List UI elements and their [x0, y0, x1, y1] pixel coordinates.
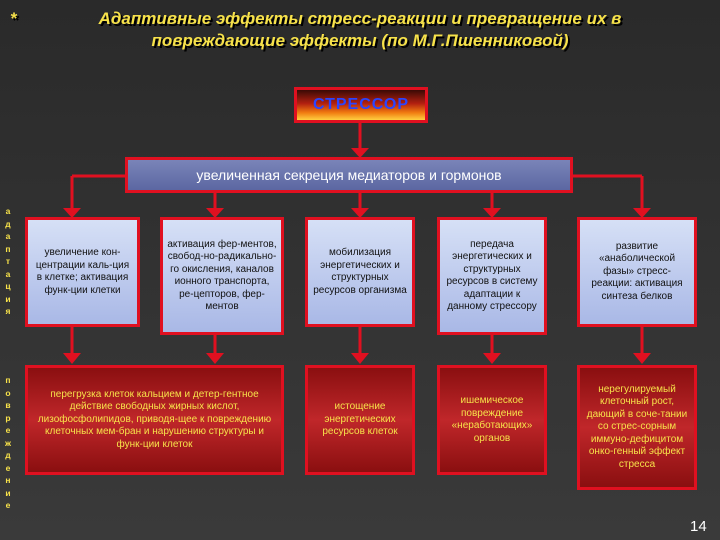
slide-title: * Адаптивные эффекты стресс-реакции и пр… [0, 8, 720, 52]
stressor-label: СТРЕССОР [312, 96, 410, 113]
side-label-damage: п о в р е ж д е н и е [4, 375, 12, 510]
adaptive-effect-calcium: увеличение кон-центрации каль-ция в клет… [25, 217, 140, 327]
page-number: 14 [690, 518, 707, 535]
title-star: * [10, 9, 17, 28]
damage-effect-energy-depletion: истощение энергетических ресурсов клеток [305, 365, 415, 475]
adaptive-effect-anabolic-phase: развитие «анаболической фазы» стресс-реа… [577, 217, 697, 327]
damage-effect-calcium-overload: перегрузка клеток кальцием и детер-гентн… [25, 365, 284, 475]
stressor-box: СТРЕССОР [294, 87, 428, 123]
title-line-1: Адаптивные эффекты стресс-реакции и прев… [98, 9, 622, 28]
damage-effect-oncogenic: нерегулируемый клеточный рост, дающий в … [577, 365, 697, 490]
adaptive-effect-enzymes: активация фер-ментов, свобод-но-радикаль… [160, 217, 284, 335]
side-label-adaptation: а д а п т а ц и я [5, 206, 11, 316]
adaptive-effect-resource-mobilization: мобилизация энергетических и структурных… [305, 217, 415, 327]
damage-effect-ischemic: ишемическое повреждение «неработающих» о… [437, 365, 547, 475]
title-line-2: повреждающие эффекты (по М.Г.Пшенниковой… [151, 31, 569, 50]
adaptive-effect-resource-transfer: передача энергетических и структурных ре… [437, 217, 547, 335]
arrow-head [351, 148, 369, 158]
mediators-box: увеличенная секреция медиаторов и гормон… [125, 157, 573, 193]
